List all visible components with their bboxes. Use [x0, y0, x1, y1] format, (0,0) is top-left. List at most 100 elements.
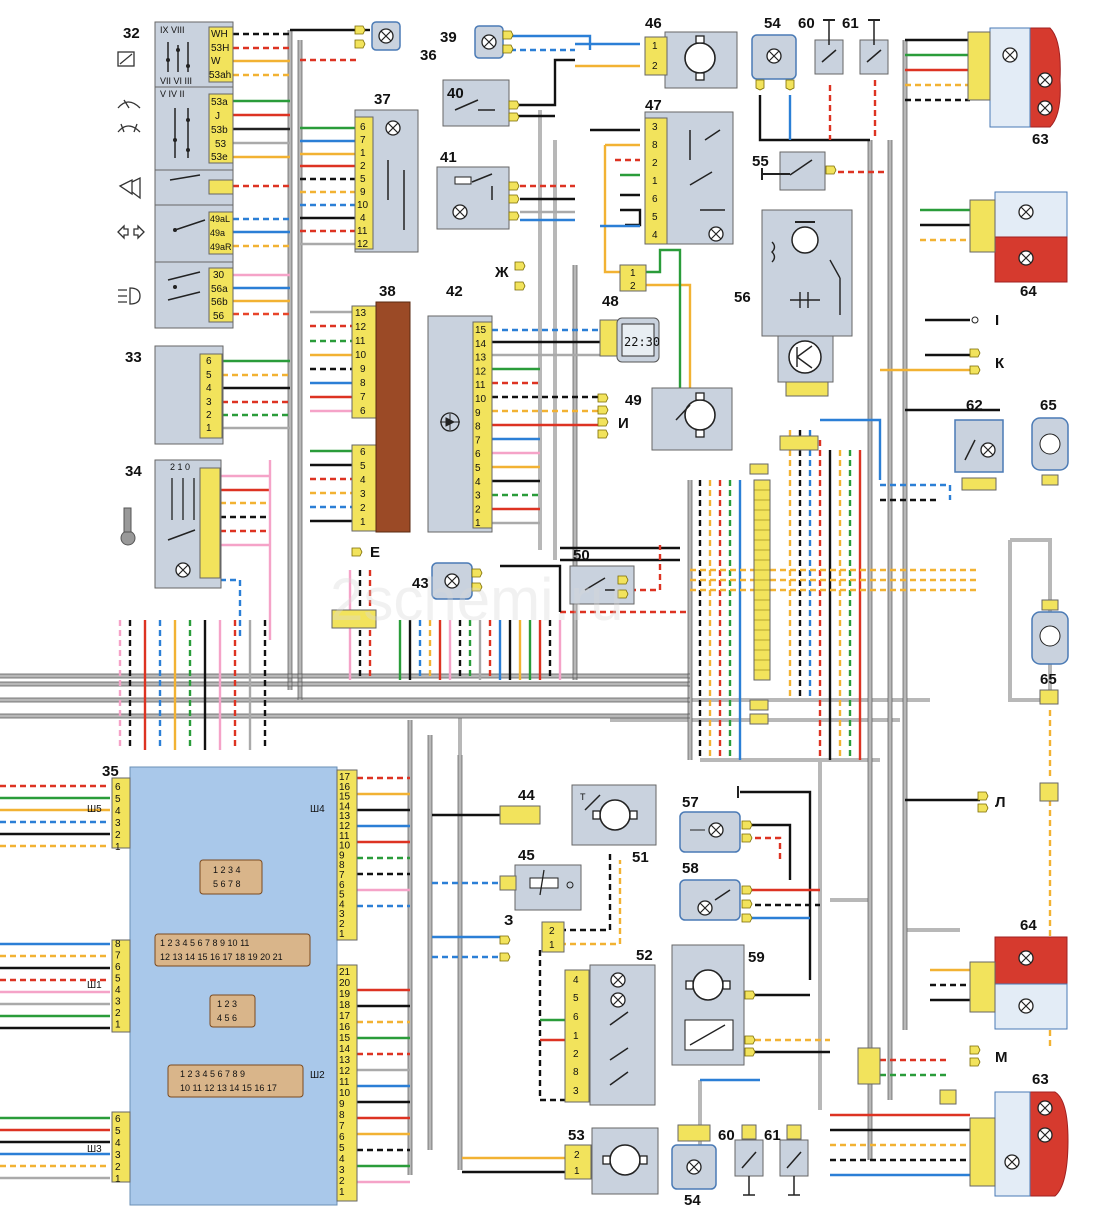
label-41: 41	[440, 149, 457, 166]
svg-text:5: 5	[206, 370, 212, 381]
sh4-pin: 6	[339, 880, 345, 891]
label-61-bottom: 61	[764, 1127, 781, 1144]
sh5-pin: 1	[115, 842, 121, 853]
label-44: 44	[518, 787, 535, 804]
clock-display: 22:30	[624, 335, 660, 349]
rear-wiper-icon	[117, 51, 135, 67]
ignition-switch: 2 1 0	[120, 459, 222, 589]
sh2-pin: 2	[339, 1176, 345, 1187]
sh2-pin: 12	[339, 1066, 351, 1077]
svg-text:49aR: 49aR	[210, 242, 232, 252]
sw32-light-pins: 30 56a 56b 56	[208, 267, 234, 323]
label-33: 33	[125, 349, 142, 366]
sh3-pin: 2	[115, 1162, 121, 1173]
svg-text:1: 1	[574, 1166, 580, 1177]
sh2-pin: 4	[339, 1154, 345, 1165]
sh3-pin: 4	[115, 1138, 121, 1149]
svg-text:7: 7	[360, 392, 366, 403]
svg-text:6: 6	[573, 1012, 579, 1023]
svg-text:8: 8	[573, 1067, 579, 1078]
label-60-bottom: 60	[718, 1127, 735, 1144]
component-numbers: 32 33 34 35 36 37 38 39 40 41 42 43 44 4…	[102, 15, 1057, 1209]
conn42-pin: 7	[475, 435, 481, 446]
sh2-pin: 20	[339, 978, 351, 989]
sw32-wiper-pins: WH 53H W 53ah	[208, 26, 234, 83]
svg-text:10 11 12 13 14 15 16 17: 10 11 12 13 14 15 16 17	[180, 1083, 277, 1093]
sh2-pin: 21	[339, 967, 351, 978]
sh4-pin: 13	[339, 811, 351, 822]
switch-41	[436, 166, 520, 230]
label-65-top: 65	[1040, 397, 1057, 414]
svg-text:1: 1	[360, 148, 366, 159]
lamp-39	[474, 25, 514, 59]
sw32-washer-pins: 53a J 53b 53 53e	[208, 93, 234, 164]
wiper-positions-top: IX VIII	[160, 25, 185, 35]
svg-text:56: 56	[213, 311, 225, 322]
sh3-label: Ш3	[87, 1144, 102, 1155]
svg-text:4 5 6: 4 5 6	[217, 1013, 237, 1023]
svg-text:12: 12	[357, 239, 369, 250]
svg-text:11: 11	[357, 226, 368, 237]
sh1-pin: 4	[115, 985, 121, 996]
conn42-pin: 14	[475, 339, 487, 350]
svg-text:4: 4	[360, 475, 366, 486]
sh3-pin: 6	[115, 1114, 121, 1125]
svg-text:6: 6	[360, 406, 366, 417]
svg-text:3: 3	[573, 1086, 579, 1097]
label-58: 58	[682, 860, 699, 877]
label-43: 43	[412, 575, 429, 592]
relay-52: 4 5 6 1 2 8 3	[564, 964, 656, 1106]
lamp-43	[431, 562, 483, 600]
sh3-pin: 1	[115, 1174, 121, 1185]
label-63-top: 63	[1032, 131, 1049, 148]
label-38: 38	[379, 283, 396, 300]
svg-text:53ah: 53ah	[209, 70, 231, 81]
ecu-block-c: 1 2 3 4 5 6	[209, 994, 256, 1028]
sw32-turn-pins: 49aL 49a 49aR	[208, 211, 234, 255]
switch-61-bottom	[779, 1124, 809, 1196]
label-62: 62	[966, 397, 983, 414]
letter-t: T	[580, 792, 586, 802]
ecu-block-a: 1 2 3 4 5 6 7 8	[199, 859, 263, 895]
switch-50	[569, 565, 635, 605]
sh5-label: Ш5	[87, 804, 102, 815]
svg-text:10: 10	[357, 200, 369, 211]
sh5-pin: 2	[115, 830, 121, 841]
svg-text:1 2 3 4: 1 2 3 4	[213, 865, 241, 875]
terminal-i2: I	[995, 312, 999, 329]
conn42-pin: 12	[475, 366, 487, 377]
svg-text:1: 1	[206, 423, 212, 434]
svg-text:8: 8	[652, 140, 658, 151]
svg-text:2: 2	[652, 158, 658, 169]
svg-text:5: 5	[360, 461, 366, 472]
svg-text:1: 1	[360, 517, 366, 528]
switch-61-top	[859, 19, 889, 75]
label-54-top: 54	[764, 15, 781, 32]
sh2-pin: 16	[339, 1022, 351, 1033]
label-39: 39	[440, 29, 457, 46]
motor-46: 1 2	[644, 31, 738, 89]
svg-text:1 2 3: 1 2 3	[217, 999, 237, 1009]
conn42-pin: 15	[475, 325, 487, 336]
turn-signal-icon	[117, 224, 145, 240]
lamp-65-bottom	[1031, 599, 1069, 665]
connector-37: 6 7 1 2 5 9 10 4 11 12	[354, 109, 419, 253]
sh5-pin: 3	[115, 818, 121, 829]
clock-48: 22:30	[599, 317, 660, 363]
terminal-z: З	[504, 912, 513, 929]
watermark: 2schemi.ru	[330, 566, 623, 633]
label-35: 35	[102, 763, 119, 780]
label-48: 48	[602, 293, 619, 310]
lamp-65-top	[1031, 417, 1069, 486]
sh3-pin: 3	[115, 1150, 121, 1161]
connector-44	[499, 805, 541, 825]
sh4-pin: 4	[339, 899, 345, 910]
sh4-pin: 3	[339, 909, 345, 920]
sh5-pin: 6	[115, 782, 121, 793]
label-50: 50	[573, 547, 590, 564]
svg-text:6: 6	[360, 447, 366, 458]
ecu-block-d: 1 2 3 4 5 6 7 8 9 10 11 12 13 14 15 16 1…	[167, 1064, 304, 1098]
sh4-pin: 2	[339, 919, 345, 930]
horn-icon	[118, 176, 141, 200]
motor-53: 2 1	[564, 1127, 659, 1195]
